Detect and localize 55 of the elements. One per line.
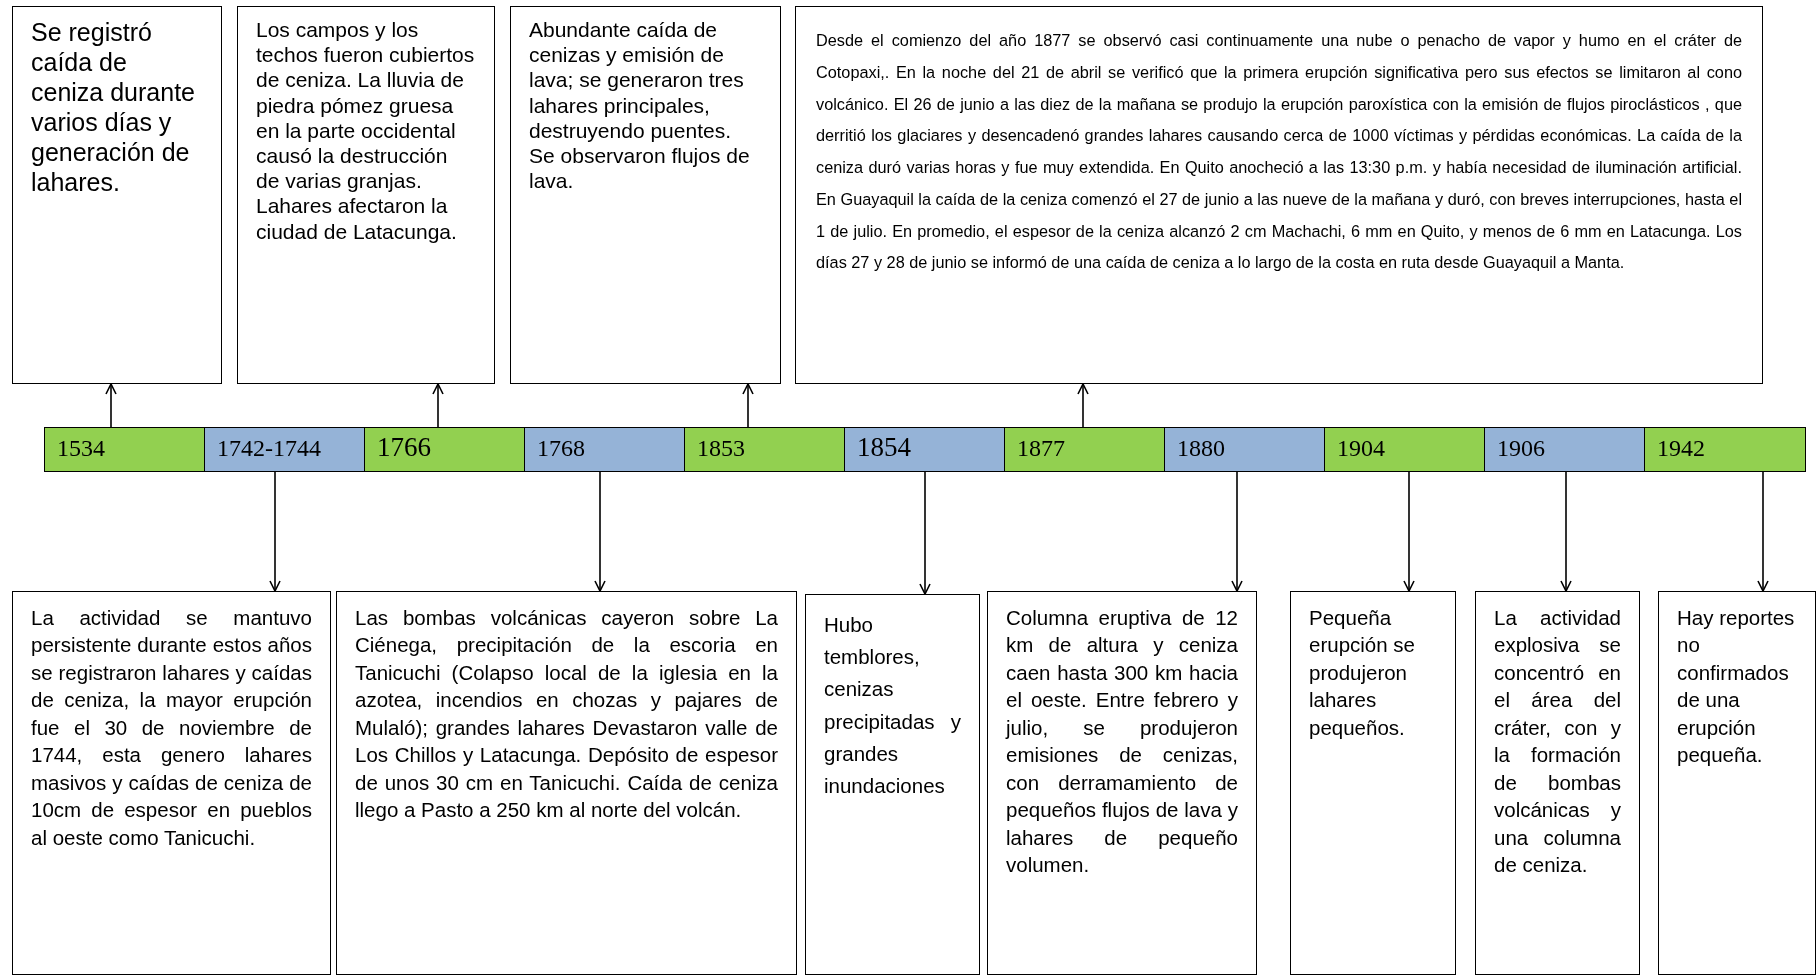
arrow	[105, 383, 117, 428]
year-label: 1768	[537, 434, 585, 463]
arrow	[1560, 471, 1572, 592]
arrow	[1757, 471, 1769, 592]
event-description: Hubo temblores, cenizas precipitadas y grandes inundaciones	[824, 612, 961, 799]
event-text-box	[510, 6, 781, 384]
timeline-year-cell	[1164, 427, 1326, 472]
arrow	[269, 471, 281, 592]
year-label: 1853	[697, 434, 745, 463]
event-description: Los campos y los techos fueron cubiertos de ceniza. La lluvia de piedra pómez gruesa en la parte occidental causó la destrucción de varias granjas. Lahares afectaron la ciudad de Latacunga.	[256, 17, 476, 244]
event-description: Las bombas volcánicas cayeron sobre La Ciénega, precipitación de la escoria en Tanicuchi (Colapso local de la iglesia en la azotea, incendios en chozas y pajares de Mulaló); grandes lahares Devastaron valle de Los Chillos y Latacunga. Depósito de espesor de unos 30 cm en Tanicuchi. Caída de ceniza llego a Pasto a 250 km al norte del volcán.	[355, 605, 778, 824]
year-label: 1766	[377, 431, 431, 464]
event-text-box	[1290, 591, 1456, 975]
event-text-box	[12, 591, 331, 975]
timeline-year-cell	[44, 427, 206, 472]
year-label: 1742-1744	[217, 434, 321, 463]
event-text-box	[1658, 591, 1816, 975]
event-text-box	[237, 6, 495, 384]
year-label: 1877	[1017, 434, 1065, 463]
arrow	[1403, 471, 1415, 592]
event-description: Hay reportes no confirmados de una erupción pequeña.	[1677, 605, 1796, 769]
timeline-year-cell	[364, 427, 526, 472]
timeline-year-cell	[204, 427, 366, 472]
event-description: La actividad explosiva se concentró en el área del cráter, con y la formación de bombas volcánicas y una columna de ceniza.	[1494, 605, 1621, 879]
year-label: 1534	[57, 434, 105, 463]
event-description: Abundante caída de cenizas y emisión de lava; se generaron tres lahares principales, destruyendo puentes. Se observaron flujos de lava.	[529, 17, 751, 194]
event-description: Desde el comienzo del año 1877 se observó casi continuamente una nube o penacho de vapor y humo en el cráter de Cotopaxi,. En la noche del 21 de abril se verificó que la primera erupción significativa pero sus efectos se limitaron al cono volcánico. El 26 de junio a las diez de la mañana se produjo la erupción paroxística con la emisión de flujos piroclásticos , que derritió los glaciares y desencadenó grandes lahares causando cerca de 1000 víctimas y pérdidas económicas. La caída de la ceniza duró varias horas y fue muy extendida. En Quito anocheció a las 13:30 p.m. y había necesidad de iluminación artificial. En Guayaquil la caída de la ceniza comenzó el 27 de junio a las nueve de la mañana y duró, con breves interrupciones, hasta el 1 de julio. En promedio, el espesor de la ceniza alcanzó 2 cm Machachi, 6 mm en Quito, y menos de 6 mm en Latacunga. Los días 27 y 28 de junio se informó de una caída de ceniza a lo largo de la costa en ruta desde Guayaquil a Manta.	[816, 30, 1742, 274]
year-label: 1854	[857, 431, 911, 464]
event-text-box	[1475, 591, 1640, 975]
timeline-year-cell	[1004, 427, 1166, 472]
timeline-year-cell	[844, 427, 1006, 472]
event-text-box	[12, 6, 222, 384]
arrow	[1077, 383, 1089, 428]
event-text-box	[987, 591, 1257, 975]
year-label: 1880	[1177, 434, 1225, 463]
arrow	[432, 383, 444, 428]
year-label: 1904	[1337, 434, 1385, 463]
event-text-box	[336, 591, 797, 975]
arrow	[742, 383, 754, 428]
timeline-year-cell	[1484, 427, 1646, 472]
arrow	[1231, 471, 1243, 592]
event-description: Columna eruptiva de 12 km de altura y ceniza caen hasta 300 km hacia el oeste. Entre febrero y julio, se produjeron emisiones de cenizas, con derramamiento de pequeños flujos de lava y lahares de pequeño volumen.	[1006, 605, 1238, 879]
event-text-box	[805, 594, 980, 975]
timeline-year-cell	[1324, 427, 1486, 472]
event-description: Se registró caída de ceniza durante varios días y generación de lahares.	[31, 17, 196, 197]
timeline-year-cell	[684, 427, 846, 472]
arrow	[919, 471, 931, 595]
timeline-year-cell	[524, 427, 686, 472]
year-label: 1942	[1657, 434, 1705, 463]
timeline-year-cell	[1644, 427, 1806, 472]
arrow	[594, 471, 606, 592]
event-text-box	[795, 6, 1763, 384]
year-label: 1906	[1497, 434, 1545, 463]
event-description: Pequeña erupción se produjeron lahares pequeños.	[1309, 605, 1416, 741]
event-description: La actividad se mantuvo persistente durante estos años se registraron lahares y caídas de ceniza, la mayor erupción fue el 30 de noviembre de 1744, esta genero lahares masivos y caídas de ceniza de 10cm de espesor en pueblos al oeste como Tanicuchi.	[31, 605, 312, 851]
